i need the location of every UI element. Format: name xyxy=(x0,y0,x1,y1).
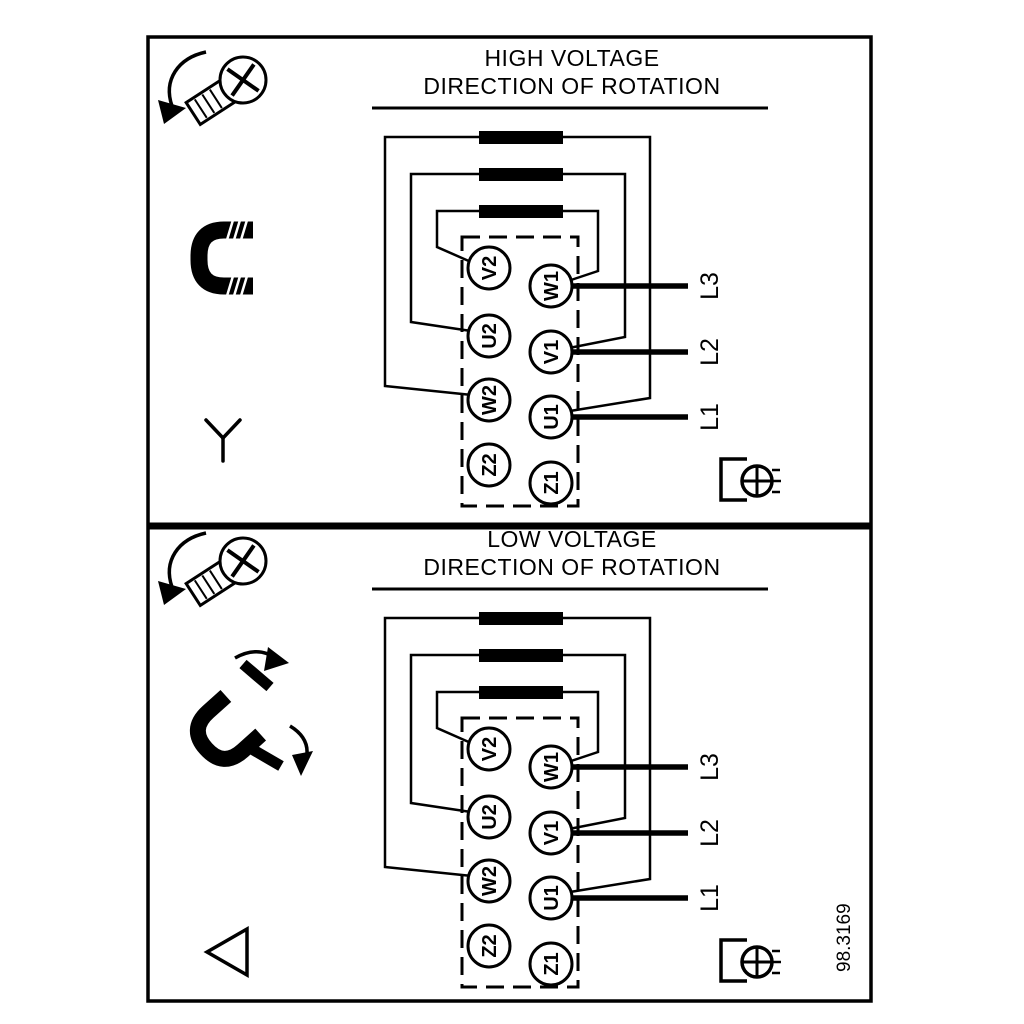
terminal-wiring-diagram xyxy=(385,131,688,506)
rearrange-arrowhead xyxy=(292,751,313,776)
delta-links-rearrange-icon xyxy=(189,647,313,776)
figure-border xyxy=(146,35,873,1003)
star-connection-icon xyxy=(204,418,242,463)
terminal-label: U2 xyxy=(479,804,501,830)
terminal-label: V1 xyxy=(541,821,563,845)
terminal-label: U1 xyxy=(541,885,563,911)
terminal-label: W2 xyxy=(479,866,501,896)
supply-line-label: L1 xyxy=(696,403,724,431)
screw-rotation-icon xyxy=(156,531,272,608)
earth-screw-icon xyxy=(719,938,783,983)
high-voltage-panel: HIGH VOLTAGE DIRECTION OF ROTATION V2 U2… xyxy=(156,45,783,506)
delta-connection-icon xyxy=(203,925,249,979)
supply-line-label: L2 xyxy=(696,819,724,847)
earth-screw-icon xyxy=(719,457,783,502)
terminal-label: Z2 xyxy=(479,934,501,957)
terminal-label: Z2 xyxy=(479,453,501,476)
terminal-label: W1 xyxy=(541,271,563,301)
supply-line-label: L3 xyxy=(696,753,724,781)
terminal-label: Z1 xyxy=(541,952,563,975)
low-voltage-panel: LOW VOLTAGE DIRECTION OF ROTATION V2 U2 … xyxy=(156,526,783,987)
terminal-label: U2 xyxy=(479,323,501,349)
screw-rotation-icon xyxy=(156,50,272,127)
supply-line-label: L3 xyxy=(696,272,724,300)
panel-title: HIGH VOLTAGE xyxy=(484,45,659,71)
terminal-label: U1 xyxy=(541,404,563,430)
supply-line-label: L1 xyxy=(696,884,724,912)
drawing-number: 98.3169 xyxy=(834,903,855,972)
terminal-label: V1 xyxy=(541,340,563,364)
panel-subtitle: DIRECTION OF ROTATION xyxy=(423,554,720,580)
jumper-link-icon xyxy=(190,219,253,297)
panel-subtitle: DIRECTION OF ROTATION xyxy=(423,73,720,99)
terminal-label: Z1 xyxy=(541,471,563,494)
terminal-label: V2 xyxy=(479,256,501,280)
terminal-label: V2 xyxy=(479,737,501,761)
rearrange-arrowhead xyxy=(264,647,289,671)
terminal-wiring-diagram xyxy=(385,612,688,987)
terminal-label: W2 xyxy=(479,385,501,415)
terminal-label: W1 xyxy=(541,752,563,782)
panel-title: LOW VOLTAGE xyxy=(487,526,657,552)
supply-line-label: L2 xyxy=(696,338,724,366)
